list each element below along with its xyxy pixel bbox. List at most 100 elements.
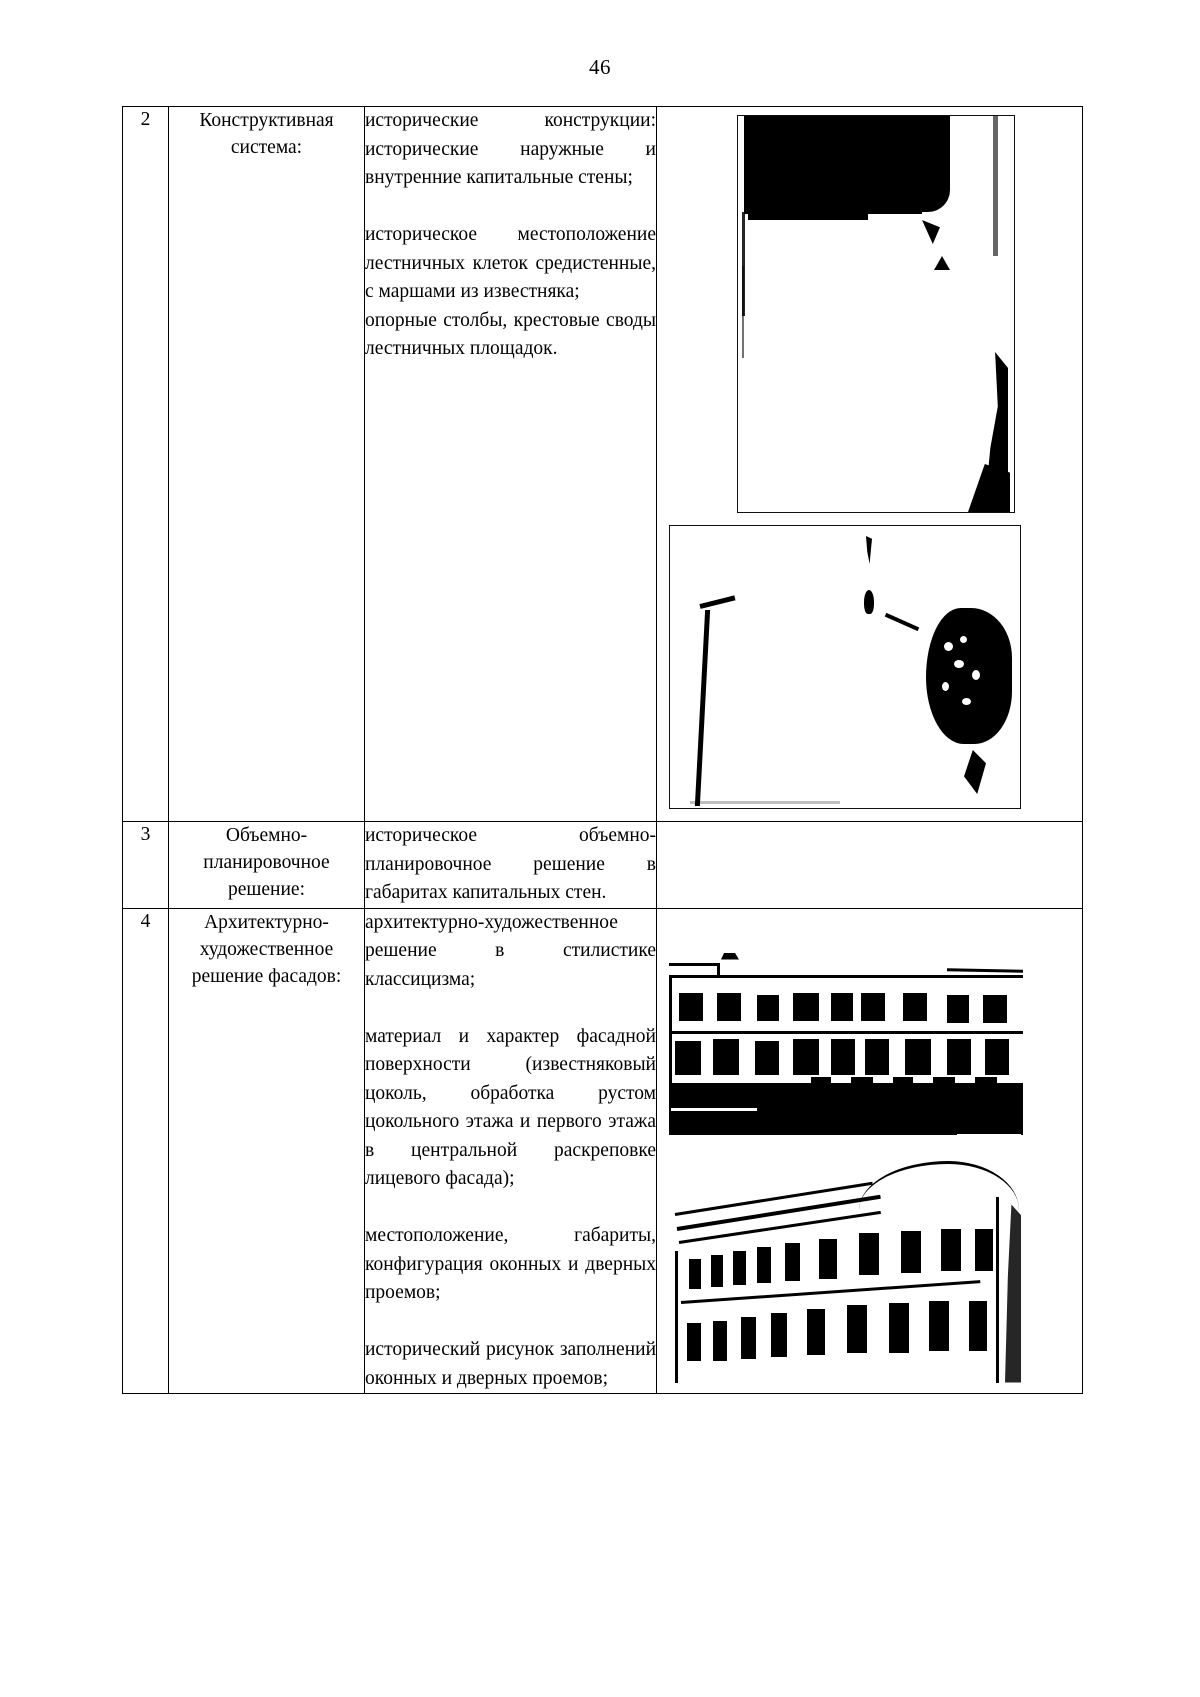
photo-shape <box>742 266 744 358</box>
photo-shape <box>669 974 672 1135</box>
photo-shape <box>996 1196 999 1383</box>
photo-shape <box>972 670 980 680</box>
row-number: 3 <box>122 821 169 909</box>
row-subject-name: Архитектурно- художественное решение фас… <box>168 907 365 1394</box>
paragraph-spacer <box>365 1194 656 1223</box>
description-paragraph: местоположение, габариты, конфигурация о… <box>365 1225 656 1303</box>
photo-shape <box>675 1250 678 1383</box>
row-subject-name: Объемно- планировочное решение: <box>168 821 365 909</box>
photo-shape <box>847 1304 867 1353</box>
photo-shape <box>669 974 1023 978</box>
subject-name-line: художественное <box>199 938 334 960</box>
subject-name-line: решение: <box>227 879 306 900</box>
row-subject-name: Конструктивная система: <box>168 106 365 822</box>
description-paragraph: опорные столбы, крестовые своды лестничн… <box>365 309 656 360</box>
photo-shape <box>741 1316 756 1359</box>
photo-shape <box>859 1232 879 1275</box>
photo-shape <box>1005 1204 1021 1383</box>
description-paragraph: исторический рисунок заполнений оконных … <box>365 1339 656 1389</box>
subject-name-line: Объемно- <box>225 825 308 846</box>
photo-shape <box>699 595 736 609</box>
row-number: 4 <box>122 907 169 1394</box>
photo-shape <box>689 1258 701 1289</box>
subject-name-line: Архитектурно- <box>204 911 329 933</box>
photo-shape <box>975 1228 993 1271</box>
photo-shape <box>831 1038 855 1075</box>
photo-shape <box>947 994 969 1023</box>
photo-shape <box>717 992 741 1021</box>
row-description: архитектурно-художественное решение в ст… <box>364 907 657 1394</box>
photo-shape <box>748 214 868 220</box>
row-illustrations <box>656 907 1083 1394</box>
photo-shape <box>983 994 1007 1023</box>
photo-shape <box>669 962 719 966</box>
facade-elevation-photo <box>665 944 1023 1141</box>
photo-shape <box>711 1254 723 1287</box>
page-number: 46 <box>589 55 611 79</box>
photo-shape <box>964 750 986 794</box>
photo-shape <box>934 256 950 270</box>
photo-shape <box>694 610 711 806</box>
subject-name-line: решение фасадов: <box>191 965 342 987</box>
photo-shape <box>905 1038 931 1075</box>
row-description: историческое объемно-планировочное решен… <box>364 821 657 909</box>
photo-shape <box>742 212 745 316</box>
description-paragraph: исторические конструкции: исторические н… <box>365 110 656 188</box>
description-paragraph: историческое местоположение лестничных к… <box>365 224 656 302</box>
description-paragraph: материал и характер фасадной поверхности… <box>365 1025 656 1190</box>
photo-shape <box>944 642 953 651</box>
photo-shape <box>671 1107 757 1111</box>
photo-shape <box>865 1038 889 1075</box>
photo-shape <box>744 204 922 214</box>
description-paragraph: архитектурно-художественное решение в ст… <box>365 911 656 990</box>
photo-shape <box>690 801 840 804</box>
photo-shape <box>744 116 950 212</box>
subject-name-line: Конструктивная <box>199 110 334 131</box>
photo-shape <box>947 1038 971 1075</box>
photo-shape <box>942 682 949 691</box>
table-row: 4 Архитектурно- художественное решение ф… <box>122 907 1083 1394</box>
photo-shape <box>969 1300 987 1351</box>
paragraph-spacer <box>365 193 656 222</box>
photo-shape <box>929 1300 949 1351</box>
image-stack <box>657 944 1082 1385</box>
photo-shape <box>755 1040 779 1075</box>
photo-shape <box>679 992 703 1021</box>
row-illustrations <box>656 821 1083 909</box>
photo-shape <box>669 1030 1023 1034</box>
photo-shape <box>757 1246 771 1283</box>
photo-shape <box>962 698 971 705</box>
photo-shape <box>674 1181 873 1216</box>
photo-shape <box>901 1230 921 1273</box>
table-row: 2 Конструктивная система: исторические к… <box>122 106 1083 822</box>
row-illustrations <box>656 106 1083 822</box>
photo-shape <box>861 992 885 1021</box>
table-row: 3 Объемно- планировочное решение: истори… <box>122 821 1083 909</box>
photo-shape <box>757 994 779 1021</box>
photo-shape <box>903 992 927 1021</box>
stair-landing-photo <box>669 525 1021 809</box>
photo-shape <box>785 1242 800 1281</box>
photo-shape <box>713 1038 739 1075</box>
protection-subject-table: 2 Конструктивная система: исторические к… <box>122 106 1083 1394</box>
paragraph-spacer <box>365 994 656 1023</box>
photo-shape <box>864 590 874 614</box>
row-number: 2 <box>122 106 169 822</box>
photo-shape <box>993 116 998 256</box>
photo-shape <box>793 992 819 1021</box>
photo-shape <box>831 992 853 1021</box>
photo-shape <box>807 1308 825 1355</box>
facade-corner-photo <box>673 1154 1023 1385</box>
photo-shape <box>687 1322 701 1361</box>
photo-shape <box>678 1210 881 1244</box>
photo-shape <box>819 1238 837 1279</box>
vault-interior-photo <box>737 115 1015 513</box>
photo-shape <box>884 612 920 632</box>
photo-shape <box>866 536 872 564</box>
photo-shape <box>771 1312 787 1357</box>
photo-shape <box>859 1160 1019 1212</box>
photo-shape <box>675 1040 701 1075</box>
photo-shape <box>889 1302 909 1353</box>
photo-shape <box>954 660 964 668</box>
